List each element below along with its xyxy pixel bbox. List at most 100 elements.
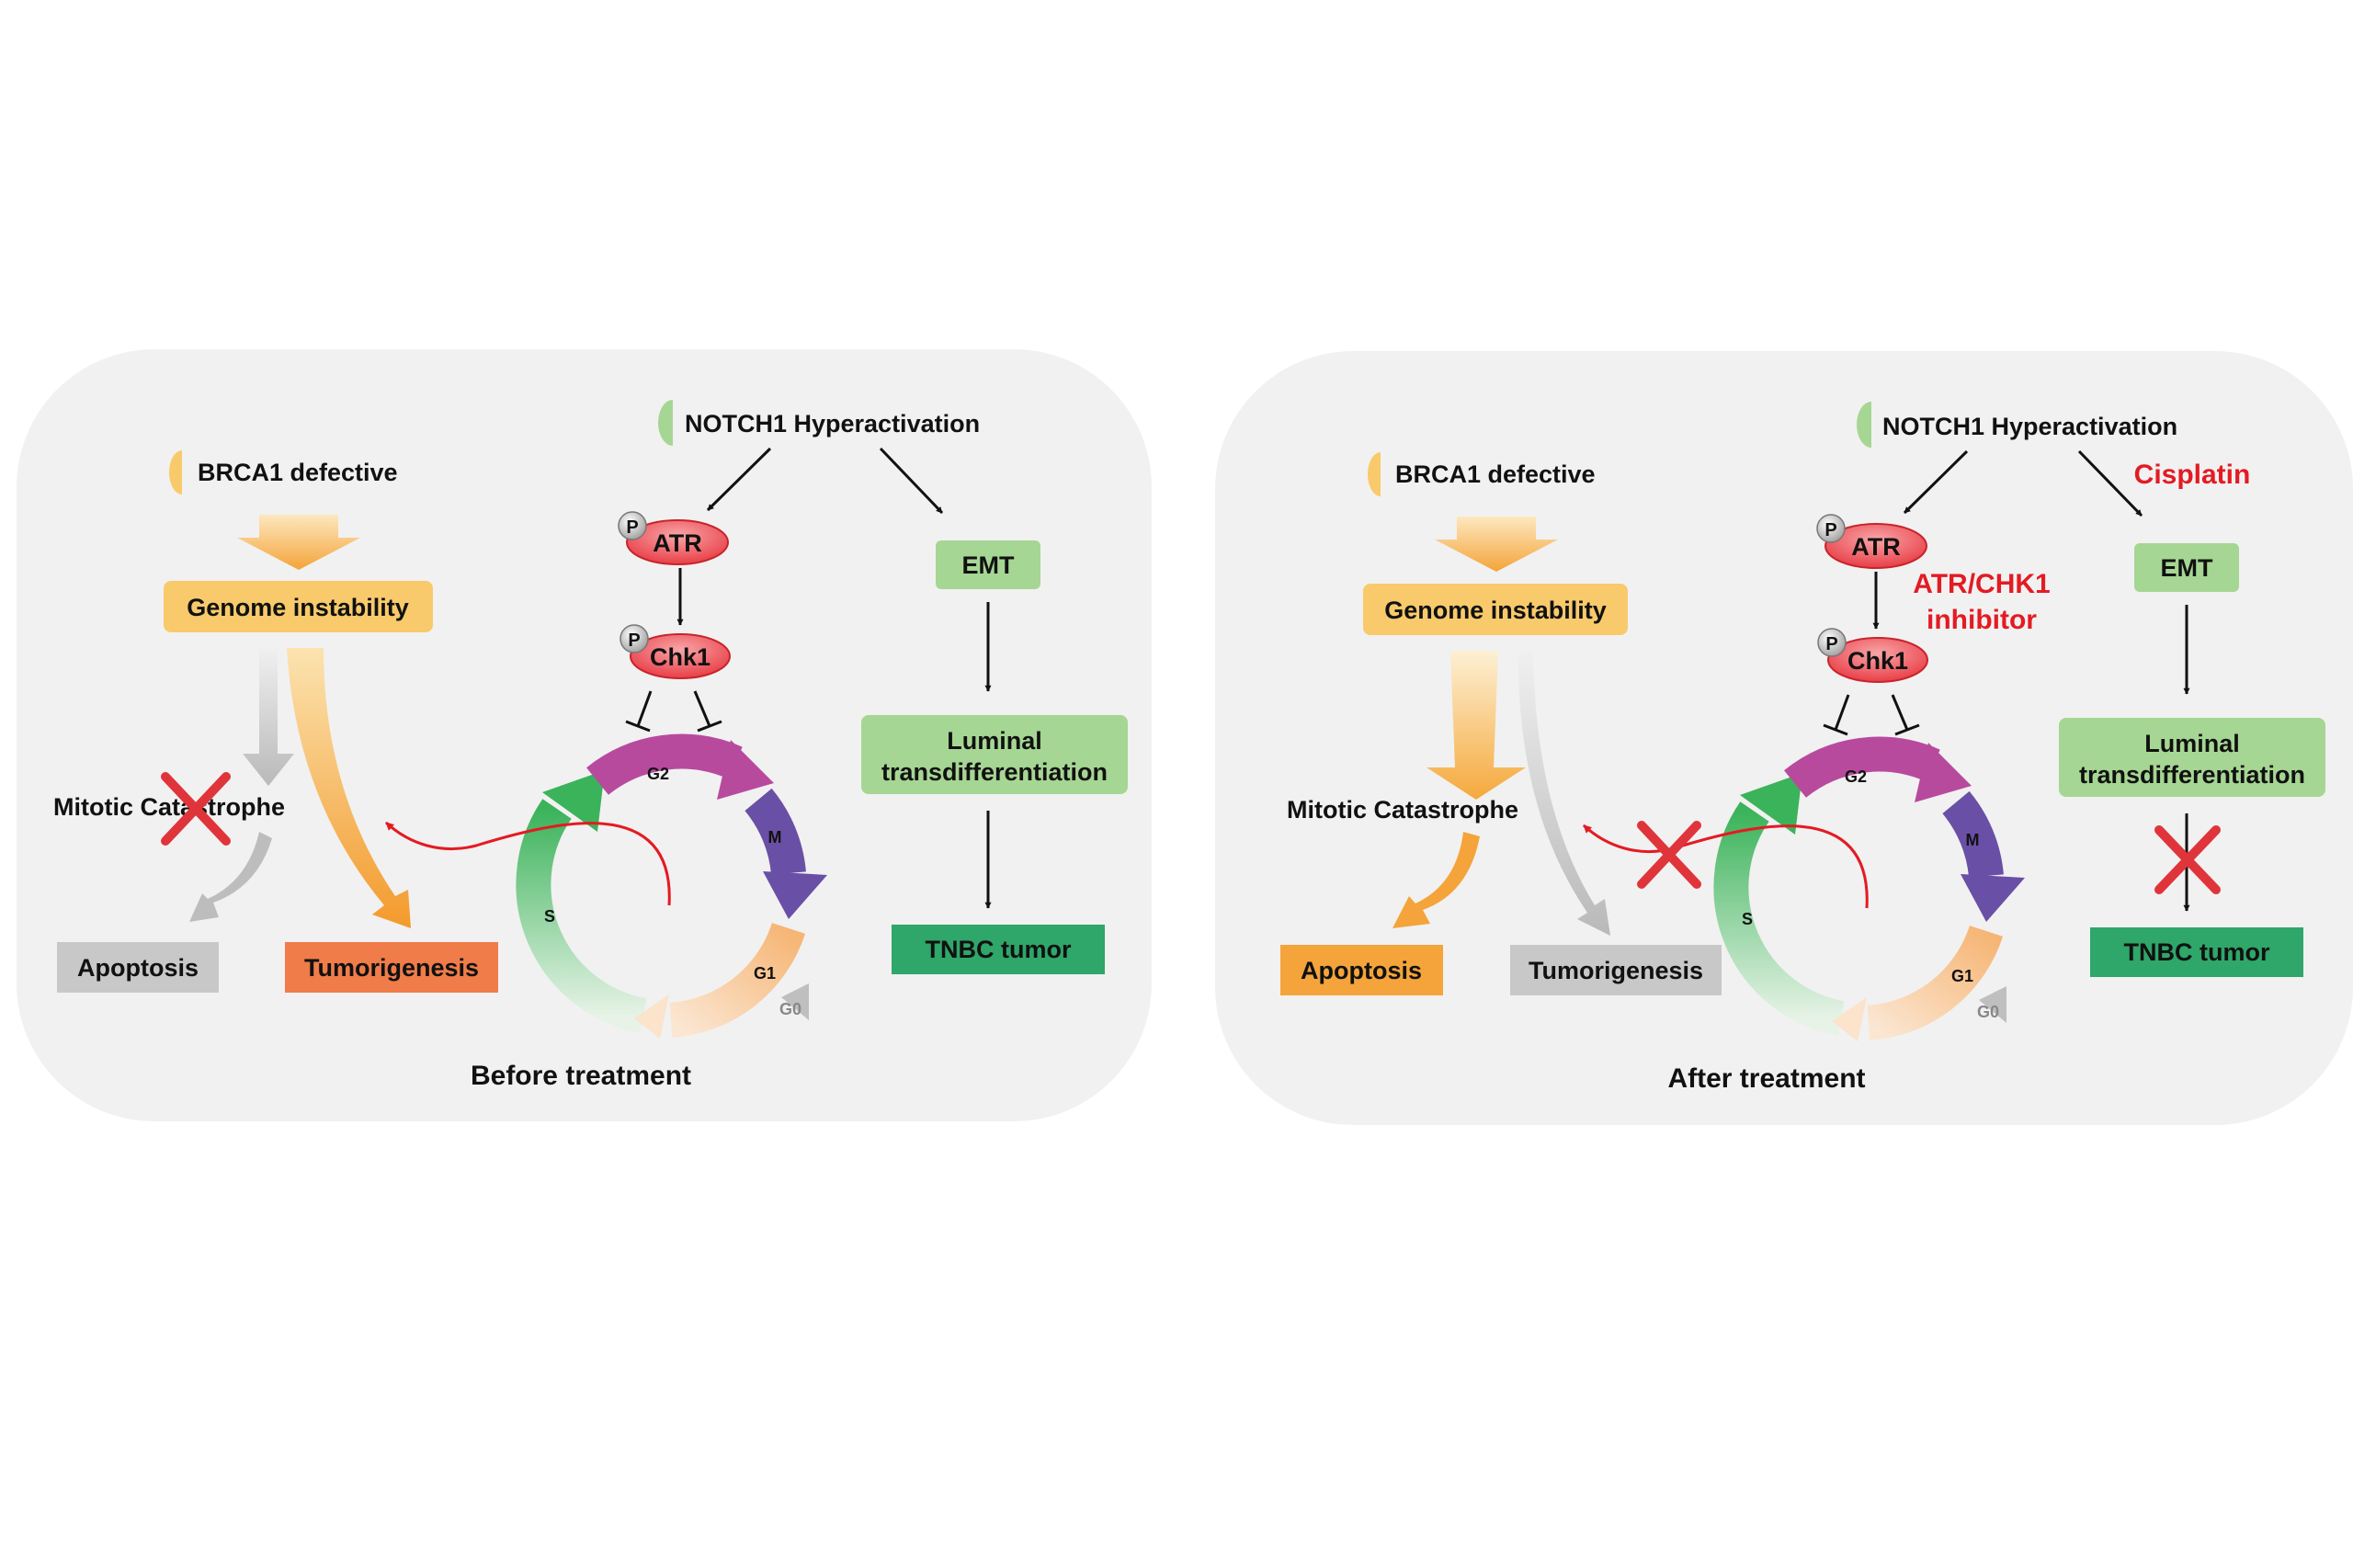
cycle-g2-arrowhead [717,740,774,800]
tnbc-box [2090,927,2303,977]
phase-g0-label: G0 [779,1000,801,1018]
inhibitor-label-2: inhibitor [1927,605,2037,635]
emt-label: EMT [962,551,1016,579]
cycle-m-arc [1942,790,2004,879]
phospho-icon [620,624,649,653]
cycle-m-arrowhead [763,871,827,919]
genome-instability-box [164,581,433,632]
apoptosis-box [1280,945,1443,995]
atr-label: ATR [1851,533,1901,561]
luminal-box [2059,718,2325,797]
block-cross-icon [1637,821,1701,889]
phase-g2-label: G2 [647,765,669,783]
phase-g1-label: G1 [1951,967,1973,985]
block-cross-icon [161,772,231,846]
cisplatin-label: Cisplatin [2134,460,2251,490]
phospho-icon [1817,628,1847,657]
cycle-g1-arrowhead [1832,997,1867,1041]
atr-node [1824,523,1927,569]
phospho-icon [618,511,647,540]
notch1-label: NOTCH1 Hyperactivation [1882,413,2177,440]
genome-instability-label: Genome instability [187,594,409,621]
brca1-marker-icon [169,450,182,494]
phase-g1-label: G1 [754,964,776,983]
phospho-label: P [626,517,638,538]
transdifferentiation-label: transdifferentiation [2079,761,2305,789]
emt-box [2134,543,2239,592]
mitotic-catastrophe-label: Mitotic Catastrophe [1287,796,1518,824]
tumorigenesis-label: Tumorigenesis [304,954,479,982]
notch1-marker-icon [658,400,673,446]
tnbc-label: TNBC tumor [2124,938,2270,966]
chk1-label: Chk1 [1847,647,1908,675]
chk1-inhibition-left [1823,694,1850,736]
luminal-label: Luminal [2144,730,2240,757]
brca1-marker-icon [1368,452,1381,496]
cycle-g2-arc [1784,736,1940,799]
cycle-s-arc [516,799,647,1033]
phase-s-label: S [544,907,555,926]
cycle-s-arc [1713,801,1845,1036]
tnbc-box [892,925,1105,974]
cycle-s-arrowhead [542,770,605,832]
chk1-label: Chk1 [650,643,710,671]
luminal-box [861,715,1128,794]
panel-title: After treatment [1667,1063,1865,1094]
notch1-to-atr-arrow [1903,449,1969,515]
cycle-g1-arc [669,922,806,1038]
chk1-inhibition-right [693,690,722,733]
tnbc-label: TNBC tumor [926,936,1072,963]
genome-to-tumorigenesis-arrow [1518,651,1610,936]
cycle-g1-arc [1867,925,2004,1040]
tumorigenesis-box [1510,945,1722,995]
brca1-down-arrow [1435,517,1558,572]
notch1-marker-icon [1857,402,1871,448]
phospho-label: P [1825,634,1837,654]
phase-g2-label: G2 [1845,767,1867,786]
genome-instability-label: Genome instability [1384,597,1607,624]
phase-g0-label: G0 [1977,1003,1999,1021]
panel-before: BRCA1 defective Genome instability Mitot… [17,349,1152,1121]
phase-m-label: M [1966,831,1980,849]
notch1-to-emt-arrow [2077,449,2143,517]
block-cross-icon [2154,825,2221,894]
notch1-to-atr-arrow [706,447,772,512]
apoptosis-label: Apoptosis [77,954,199,982]
cycle-to-tumorigenesis-arrow [1582,824,1869,909]
phase-m-label: M [768,828,782,846]
phase-s-label: S [1742,910,1753,928]
cycle-g2-arrowhead [1915,743,1972,802]
brca1-label: BRCA1 defective [1395,460,1596,488]
panel-title: Before treatment [471,1061,691,1091]
cycle-g0-arrow [781,983,809,1020]
chk1-node [1827,637,1928,683]
notch1-label: NOTCH1 Hyperactivation [685,410,980,437]
genome-to-tumorigenesis-arrow [287,648,411,928]
chk1-inhibition-right [1891,694,1920,736]
phospho-icon [1816,514,1846,543]
cycle-g0-arrow [1979,986,2006,1023]
phospho-label: P [1824,520,1836,540]
cell-cycle: G2 M S G1 G0 [1713,736,2025,1041]
chk1-node [630,633,731,679]
cycle-to-tumorigenesis-arrow [384,821,671,906]
genome-to-mitotic-arrow [1427,651,1526,800]
apoptosis-label: Apoptosis [1301,957,1422,984]
chk1-inhibition-left [625,690,653,733]
genome-to-mitotic-arrow [243,648,294,786]
brca1-label: BRCA1 defective [198,459,398,486]
emt-label: EMT [2161,554,2214,582]
mitotic-catastrophe-label: Mitotic Catastrophe [53,793,285,821]
tumorigenesis-box [285,942,498,993]
genome-instability-box [1363,584,1628,635]
tumorigenesis-label: Tumorigenesis [1529,957,1703,984]
cycle-g1-arrowhead [634,994,669,1039]
apoptosis-box [57,942,219,993]
brca1-down-arrow [237,515,360,570]
cycle-m-arrowhead [1961,874,2025,922]
luminal-label: Luminal [947,727,1042,755]
cycle-m-arc [745,788,806,876]
atr-node [626,519,729,565]
